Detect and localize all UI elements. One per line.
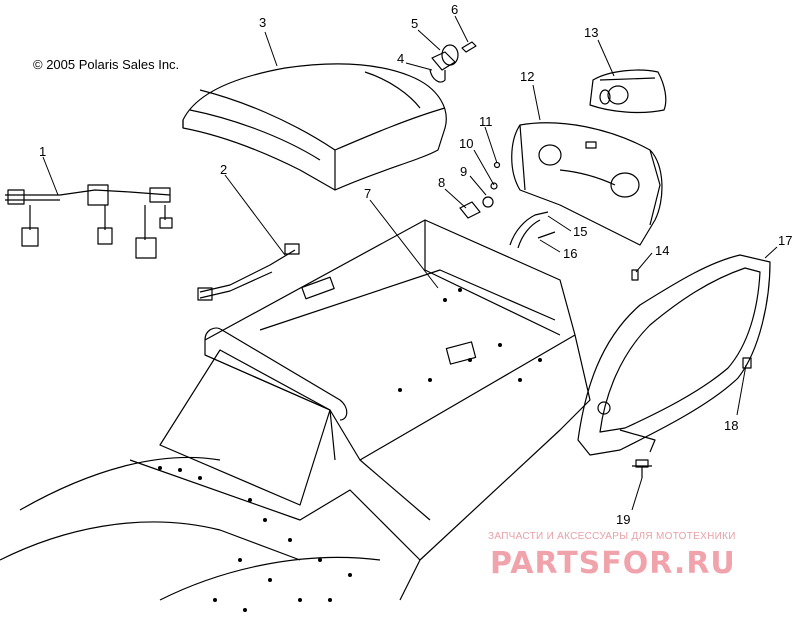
callout-10: 10 <box>459 136 473 151</box>
tail-light-lens-part <box>589 69 667 114</box>
callout-12: 12 <box>520 69 534 84</box>
callout-16: 16 <box>563 246 577 261</box>
callout-14: 14 <box>655 243 669 258</box>
watermark-tagline: ЗАПЧАСТИ И АКСЕССУАРЫ ДЛЯ МОТОТЕХНИКИ <box>488 531 736 542</box>
callout-15: 15 <box>573 224 587 239</box>
side-panel-part <box>577 254 771 456</box>
callout-leaders <box>42 15 778 511</box>
connector-part <box>509 211 556 249</box>
seat-cushion-part <box>182 63 447 191</box>
callout-11: 11 <box>479 114 493 129</box>
watermark-logo: PARTSFOR.RU <box>490 546 736 581</box>
rear-housing-part <box>511 122 663 246</box>
callout-7: 7 <box>364 186 371 201</box>
callout-numbers: 1 2 3 4 5 6 7 8 9 10 11 12 13 14 15 16 1… <box>39 2 792 527</box>
callout-2: 2 <box>220 162 227 177</box>
small-harness-part <box>197 243 300 301</box>
fasteners-parts <box>631 269 752 478</box>
callout-8: 8 <box>438 175 445 190</box>
callout-17: 17 <box>778 233 792 248</box>
callout-18: 18 <box>724 418 738 433</box>
chassis-rivets <box>158 288 542 612</box>
callout-9: 9 <box>460 164 467 179</box>
callout-4: 4 <box>397 51 404 66</box>
copyright-notice: © 2005 Polaris Sales Inc. <box>33 57 180 72</box>
callout-5: 5 <box>411 16 418 31</box>
chassis-tunnel-part <box>0 219 591 601</box>
callout-6: 6 <box>451 2 458 17</box>
callout-13: 13 <box>584 25 598 40</box>
callout-1: 1 <box>39 144 46 159</box>
taillight-socket-part <box>429 41 477 83</box>
callout-19: 19 <box>616 512 630 527</box>
wiring-harness-part <box>5 184 173 259</box>
callout-3: 3 <box>259 15 266 30</box>
hardware-parts <box>459 161 501 219</box>
